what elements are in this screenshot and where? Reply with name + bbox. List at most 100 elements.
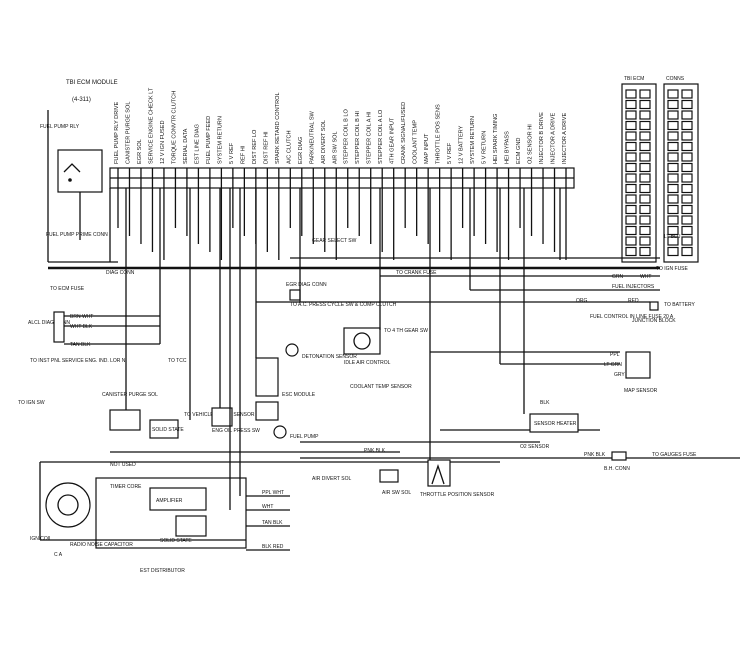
ecm-pin-label: MAP INPUT [424, 133, 430, 164]
not-used-label: NOT USED [110, 462, 136, 468]
connector-cell [681, 141, 693, 152]
connector-cell [639, 120, 651, 131]
right-side-components: LT BLU GRN WHT TO IGN FUSE FUEL INJECTOR… [520, 234, 697, 472]
connector-cell [667, 183, 679, 194]
sensor-heater-box [529, 413, 579, 433]
connector-cell [681, 194, 693, 204]
ecm-pin-label: AIR SW SOL [332, 131, 338, 164]
ac-press-sw-label: TO A.C. PRESS CYCLE SW & COMP CLUTCH [290, 302, 397, 308]
canister-purge-sol-symbol [109, 409, 141, 431]
connector-cell [667, 194, 679, 204]
svg-text:LT GRN: LT GRN [604, 362, 622, 368]
connector-cell [667, 120, 679, 131]
connector-cell [667, 131, 679, 141]
connector-cell [681, 131, 693, 141]
svg-text:PNK BLK: PNK BLK [584, 452, 606, 458]
connector-cell [625, 215, 637, 225]
svg-text:PPL WHT: PPL WHT [262, 490, 284, 496]
ecm-pin-label: A/C CLUTCH [286, 130, 292, 164]
est-distributor-label: EST DISTRIBUTOR [140, 568, 185, 574]
gear-select-sw-label: GEAR SELECT SW [312, 238, 357, 244]
egr-diag-conn-label: EGR DIAG CONN [286, 282, 327, 288]
svg-text:GRN: GRN [612, 274, 624, 280]
connector-cell [667, 225, 679, 236]
connector-cell [681, 246, 693, 257]
detonation-sensor-label: DETONATION SENSOR [302, 354, 357, 360]
fuel-injectors-label: FUEL INJECTORS [612, 284, 655, 290]
connector-cell [667, 141, 679, 152]
connector-cell [639, 246, 651, 257]
connector-cell [625, 225, 637, 236]
ecm-pin-label: O2 SENSOR HI [528, 124, 534, 164]
ecm-pin-label: SPARK RETARD CONTROL [275, 92, 281, 164]
throttle-position-sensor-symbol [427, 459, 451, 487]
coolant-temp-sensor-label: COOLANT TEMP SENSOR [350, 384, 412, 390]
ecm-pin-label: SYSTEM RETURN [470, 116, 476, 164]
ecm-pin-label: INJECTOR B DRIVE [539, 112, 545, 164]
solid-state-label: SOLID STATE [152, 427, 184, 433]
connector-cell [625, 204, 637, 215]
connector-cell [681, 225, 693, 236]
main-buses [40, 110, 740, 463]
svg-text:GRY: GRY [614, 372, 625, 378]
connector-cell [681, 162, 693, 173]
connector-cell [667, 236, 679, 246]
fuel-pump-label: FUEL PUMP [290, 434, 319, 440]
air-sw-sol-label: AIR SW SOL [382, 490, 411, 496]
ecm-pin-label: SERVICE ENGINE CHECK LT [148, 87, 154, 164]
svg-text:BLK: BLK [540, 400, 550, 406]
ecm-pin-label: SERIAL DATA [183, 128, 189, 164]
ecm-pin-label: COOLANT TEMP [413, 120, 419, 164]
idle-air-control-symbol [343, 327, 381, 355]
connector-cell [667, 162, 679, 173]
junction-block-label: JUNCTION BLOCK [632, 318, 676, 324]
ecm-pin-label: FUEL PUMP FEED [206, 116, 212, 164]
connector-cell [639, 110, 651, 120]
connector-cell [639, 236, 651, 246]
ecm-pin-label: EST LINE DIAG [194, 124, 200, 164]
ecm-pin-label: TORQUE CONVTR CLUTCH [171, 91, 177, 164]
ecm-pin-label: CANISTER PURGE SOL [125, 102, 131, 164]
ecm-pin-label: DIST REF HI [263, 131, 269, 164]
trunk-lines [79, 188, 561, 510]
svg-text:LT BLU: LT BLU [664, 234, 681, 240]
amplifier-label: AMPLIFIER [156, 498, 183, 504]
svg-text:ORG: ORG [576, 298, 588, 304]
connector-cell [667, 204, 679, 215]
connector-cell [667, 152, 679, 162]
svg-text:PPL: PPL [610, 352, 620, 358]
connector-cell [639, 99, 651, 110]
connector-cell [639, 215, 651, 225]
center-components: GEAR SELECT SW EGR DIAG CONN TO A.C. PRE… [286, 238, 495, 498]
connector-cell [639, 204, 651, 215]
map-sensor-symbol [625, 351, 651, 379]
tbi-ecm-module-label: TBI ECM MODULE (4-311) [66, 80, 118, 103]
connector-cell [681, 183, 693, 194]
ign-coil-symbol [45, 482, 91, 528]
air-sw-sol-symbol [379, 469, 399, 483]
idle-air-control-label: IDLE AIR CONTROL [344, 360, 391, 366]
svg-text:CONNS: CONNS [666, 76, 685, 82]
connector-cell [667, 173, 679, 183]
fuel-pump-relay: FUEL PUMP RLY [40, 124, 103, 193]
svg-text:(4-311): (4-311) [72, 97, 91, 103]
bh-conn-label: B.H. CONN [604, 466, 630, 472]
detonation-sensor-symbol [285, 343, 299, 357]
eng-oil-press-sw-label: ENG OIL PRESS SW [212, 428, 260, 434]
to-battery-label: TO BATTERY [664, 302, 696, 308]
ecm-pin-label: PARK/NEUTRAL SW [309, 110, 315, 164]
ecm-pin-label: 5 V REF [229, 142, 235, 164]
fuel-pump-symbol [273, 425, 287, 439]
connector-cell [667, 246, 679, 257]
connector-cell [625, 89, 637, 99]
connector-cell [625, 152, 637, 162]
svg-text:WHT BLK: WHT BLK [70, 324, 93, 330]
timer-core-label: TIMER CORE [110, 484, 142, 490]
egr-diag-conn-symbol [289, 289, 301, 301]
connector-cell [639, 183, 651, 194]
solid-state-lower-box [175, 515, 207, 537]
connector-cell [639, 131, 651, 141]
bh-connector-symbol [611, 451, 627, 461]
fuel-pump-prime-conn-label: FUEL PUMP PRIME CONN [46, 232, 108, 238]
